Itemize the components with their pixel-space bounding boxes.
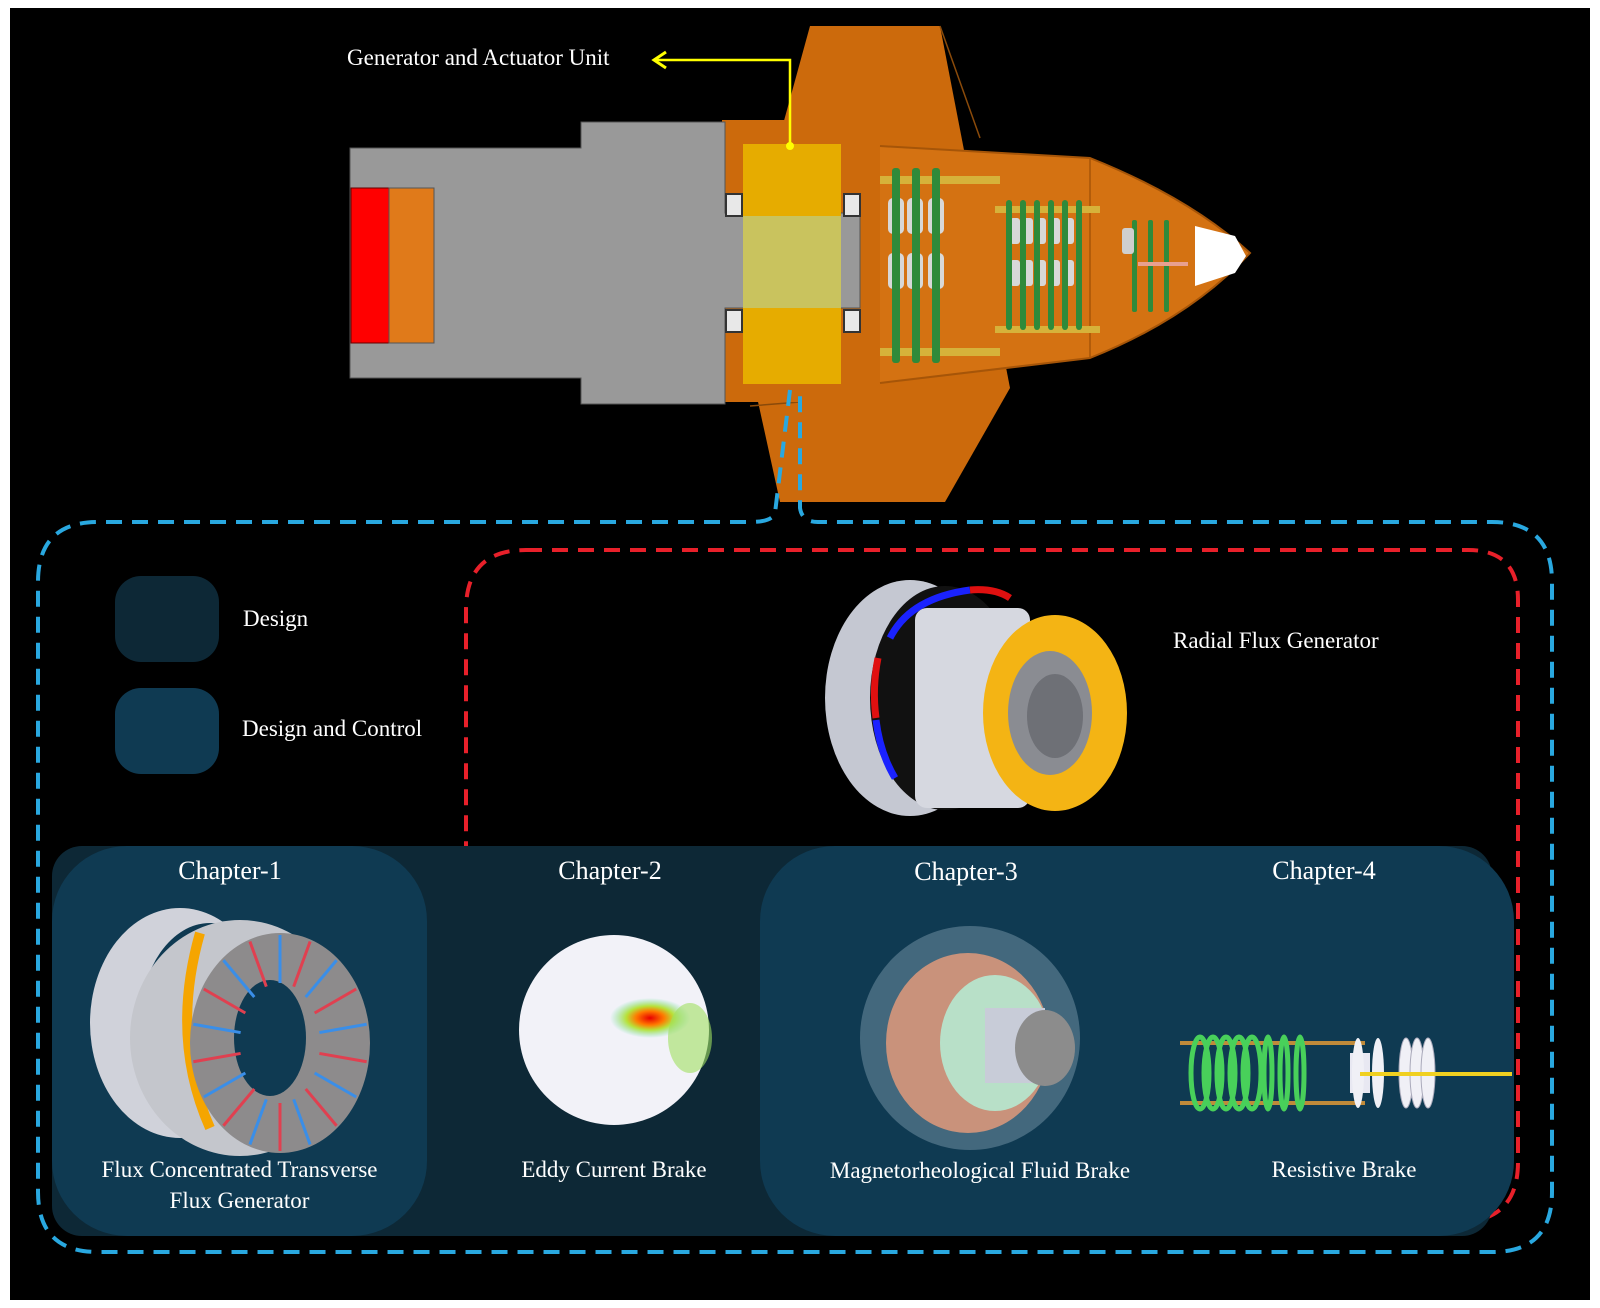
green-plate <box>1006 200 1012 330</box>
flux-stripe <box>319 1022 367 1035</box>
flux-stripe <box>313 987 357 1015</box>
roller <box>1010 218 1020 244</box>
radial-flux-generator-image <box>825 580 1127 816</box>
flux-stripe <box>222 959 256 999</box>
flux-stripe <box>248 941 268 988</box>
green-disc <box>1240 1034 1264 1112</box>
roller <box>1010 260 1020 286</box>
internal-brake-stack <box>880 168 1188 363</box>
rod <box>995 206 1100 213</box>
chapter3-heading: Chapter-3 <box>914 857 1018 886</box>
diagram-graphics <box>36 25 1554 1254</box>
flux-stripe <box>203 987 247 1015</box>
flux-stripe <box>193 1051 241 1064</box>
green-disc <box>1293 1034 1307 1112</box>
transverse-flux-generator-image <box>90 908 370 1156</box>
flux-stripe <box>313 1071 357 1099</box>
flux-stripe <box>193 1022 241 1035</box>
eddy-current-brake-image <box>519 935 712 1125</box>
green-disc <box>1188 1034 1212 1112</box>
flux-stripe <box>203 1071 247 1099</box>
nose-tip <box>1195 226 1246 286</box>
green-disc <box>1227 1034 1251 1112</box>
green-disc <box>1277 1034 1291 1112</box>
gray-drive-block <box>349 121 861 405</box>
lower-fin <box>755 388 1010 502</box>
green-plate <box>892 168 900 363</box>
legend-label-design-control: Design and Control <box>242 716 423 741</box>
chapter1-heading: Chapter-1 <box>178 856 282 885</box>
radial-flux-generator-label: Radial Flux Generator <box>1173 628 1379 653</box>
chapter1-caption: Flux Concentrated Transverse Flux Genera… <box>52 1154 427 1216</box>
chapter3-caption: Magnetorheological Fluid Brake <box>829 1158 1131 1183</box>
callout-label: Generator and Actuator Unit <box>347 45 610 70</box>
chapter2-heading: Chapter-2 <box>558 856 662 885</box>
callout-arrow <box>651 50 794 150</box>
mr-fluid-brake-image <box>860 926 1080 1150</box>
rod <box>995 326 1100 333</box>
green-plate <box>1020 200 1026 330</box>
chapter1-caption-line1: Flux Concentrated Transverse <box>101 1157 378 1182</box>
diagram-canvas: Generator and Actuator Unit Design Desig… <box>10 8 1590 1300</box>
flux-stripe <box>248 1098 268 1145</box>
chapter2-caption: Eddy Current Brake <box>521 1157 707 1182</box>
flux-stripe <box>304 1087 338 1127</box>
flux-stripe <box>292 941 312 988</box>
legend-swatch-design-control <box>115 688 219 774</box>
flux-stripe <box>304 959 338 999</box>
resistive-brake-image <box>1180 1034 1512 1112</box>
chapter4-heading: Chapter-4 <box>1272 856 1376 885</box>
white-disc <box>1352 1038 1364 1108</box>
green-plate <box>932 168 940 363</box>
buoy-cross-section <box>349 25 1252 502</box>
orange-component <box>388 187 435 344</box>
flux-stripe <box>319 1051 367 1064</box>
green-disc <box>1261 1034 1275 1112</box>
legend-label-design: Design <box>243 606 309 631</box>
red-component <box>350 187 390 344</box>
roller <box>1122 228 1134 254</box>
blue-dashed-boundary <box>36 389 1554 1254</box>
green-disc <box>1214 1034 1238 1112</box>
green-plate <box>1048 200 1054 330</box>
chapter4-caption: Resistive Brake <box>1271 1157 1417 1182</box>
green-plate <box>1076 200 1082 330</box>
green-disc <box>1201 1034 1225 1112</box>
legend-swatch-design <box>115 576 219 662</box>
green-plate <box>1034 200 1040 330</box>
green-plate <box>1062 200 1068 330</box>
flux-stripe <box>222 1087 256 1127</box>
chapter1-caption-line2: Flux Generator <box>169 1188 310 1213</box>
shaft <box>1138 262 1188 266</box>
green-plate <box>912 168 920 363</box>
flux-stripe <box>292 1098 312 1145</box>
